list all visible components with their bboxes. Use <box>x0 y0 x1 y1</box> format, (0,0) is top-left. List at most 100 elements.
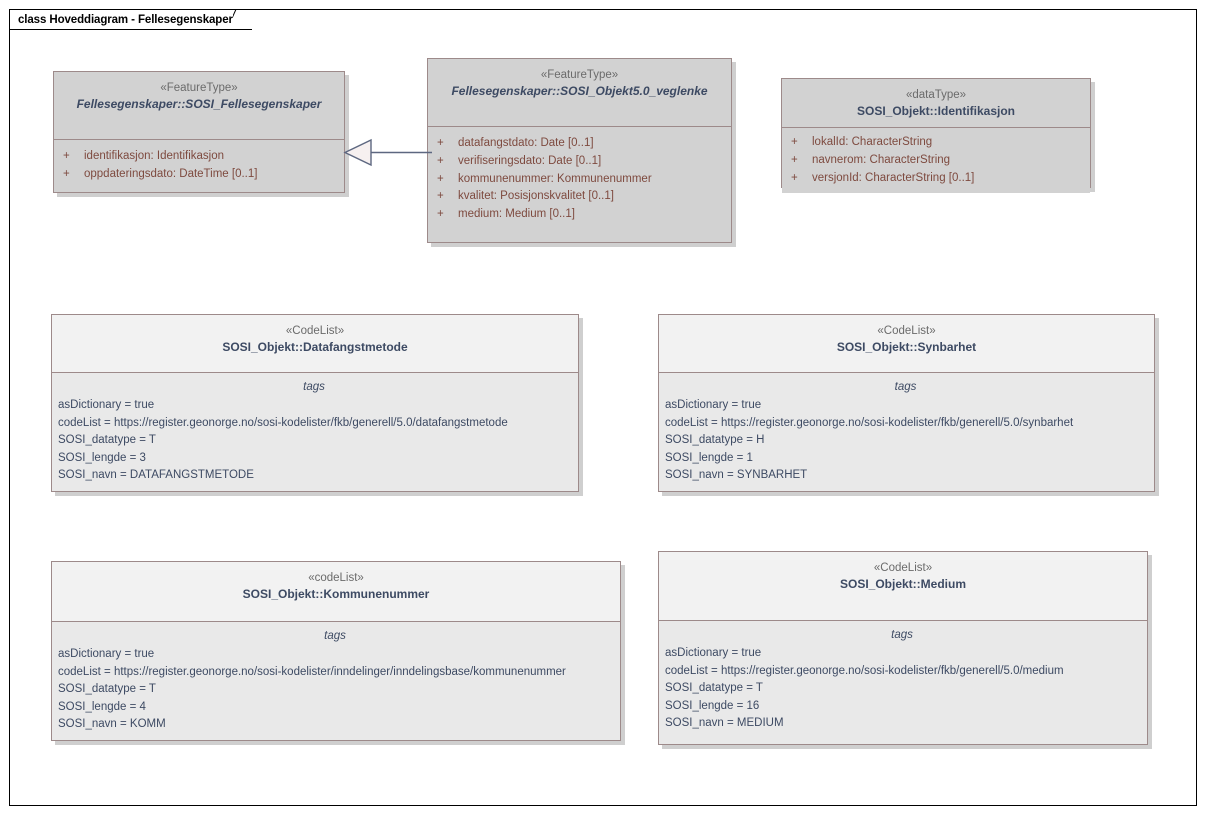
codelist-header: «codeList» SOSI_Objekt::Kommunenummer <box>52 562 620 623</box>
attribute-text: kvalitet: Posisjonskvalitet [0..1] <box>458 190 614 203</box>
diagram-title-tab-body: class Hoveddiagram - Fellesegenskaper <box>9 9 252 30</box>
attribute-text: kommunenummer: Kommunenummer <box>458 172 652 185</box>
attribute-visibility: + <box>437 190 444 203</box>
attribute-row: + lokalId: CharacterString <box>788 134 1084 152</box>
class-stereotype: «dataType» <box>905 89 967 101</box>
codelist-stereotype: «CodeList» <box>873 562 933 574</box>
tag-row: SOSI_lengde = 3 <box>58 451 146 464</box>
class-box-sosi-objekt50-veglenke[interactable]: «FeatureType» Fellesegenskaper::SOSI_Obj… <box>427 58 736 247</box>
attribute-text: medium: Medium [0..1] <box>458 208 575 221</box>
codelist-box-kommunenummer[interactable]: «codeList» SOSI_Objekt::Kommunenummer ta… <box>51 561 625 745</box>
box-inner: «CodeList» SOSI_Objekt::Synbarhet tags a… <box>658 314 1155 492</box>
class-stereotype: «FeatureType» <box>540 69 619 81</box>
attribute-visibility: + <box>791 171 798 184</box>
attribute-visibility: + <box>791 136 798 148</box>
codelist-stereotype: «CodeList» <box>877 325 936 337</box>
codelist-box-datafangstmetode[interactable]: «CodeList» SOSI_Objekt::Datafangstmetode… <box>51 314 583 496</box>
tag-row: SOSI_lengde = 4 <box>58 700 146 713</box>
class-box-sosi-fellesegenskaper[interactable]: «FeatureType» Fellesegenskaper::SOSI_Fel… <box>53 71 349 197</box>
class-attributes: + datafangstdato: Date [0..1] + verifise… <box>428 127 731 242</box>
class-title: SOSI_Objekt::Identifikasjon <box>856 104 1016 118</box>
codelist-title: SOSI_Objekt::Synbarhet <box>836 340 977 354</box>
attribute-row: + verifiseringsdato: Date [0..1] <box>434 153 725 171</box>
class-title: Fellesegenskaper::SOSI_Fellesegenskaper <box>76 97 322 111</box>
tag-row: SOSI_navn = MEDIUM <box>665 717 784 730</box>
class-header: «dataType» SOSI_Objekt::Identifikasjon <box>782 79 1090 128</box>
attribute-row: + medium: Medium [0..1] <box>434 206 725 224</box>
tag-row: asDictionary = true <box>665 399 762 412</box>
attribute-row: + kvalitet: Posisjonskvalitet [0..1] <box>434 188 725 206</box>
codelist-tags: tags asDictionary = true codeList = http… <box>52 373 578 491</box>
attribute-visibility: + <box>63 150 70 162</box>
codelist-title: SOSI_Objekt::Kommunenummer <box>242 587 430 601</box>
attribute-row: + datafangstdato: Date [0..1] <box>434 135 725 153</box>
tag-row: SOSI_datatype = T <box>665 682 763 695</box>
codelist-tags: tags asDictionary = true codeList = http… <box>659 621 1147 744</box>
box-inner: «FeatureType» Fellesegenskaper::SOSI_Fel… <box>53 71 345 193</box>
tag-row: SOSI_navn = SYNBARHET <box>665 469 808 482</box>
attribute-text: versjonId: CharacterString [0..1] <box>812 171 975 184</box>
attribute-visibility: + <box>437 208 444 221</box>
codelist-tags: tags asDictionary = true codeList = http… <box>659 373 1154 491</box>
class-header: «FeatureType» Fellesegenskaper::SOSI_Fel… <box>54 72 344 140</box>
attribute-row: + identifikasjon: Identifikasjon <box>60 148 338 166</box>
tag-row: asDictionary = true <box>58 648 155 661</box>
tag-row: SOSI_lengde = 1 <box>665 451 753 464</box>
attribute-text: identifikasjon: Identifikasjon <box>84 150 224 162</box>
tag-row: SOSI_navn = DATAFANGSTMETODE <box>58 469 254 482</box>
box-inner: «FeatureType» Fellesegenskaper::SOSI_Obj… <box>427 58 732 243</box>
tag-row: asDictionary = true <box>665 647 762 659</box>
attribute-row: + oppdateringsdato: DateTime [0..1] <box>60 166 338 184</box>
attribute-row: + kommunenummer: Kommunenummer <box>434 171 725 189</box>
tag-row: SOSI_lengde = 16 <box>665 699 760 712</box>
tag-row: asDictionary = true <box>58 399 155 412</box>
box-inner: «dataType» SOSI_Objekt::Identifikasjon +… <box>781 78 1091 194</box>
tag-row: codeList = https://register.geonorge.no/… <box>665 416 1074 429</box>
tags-label: tags <box>891 629 913 641</box>
attribute-visibility: + <box>63 167 70 180</box>
tag-row: SOSI_datatype = T <box>58 434 156 447</box>
diagram-title-tab-underline <box>10 29 252 30</box>
attribute-row: + versjonId: CharacterString [0..1] <box>788 170 1084 188</box>
diagram-title-label: class Hoveddiagram - Fellesegenskaper <box>18 14 233 26</box>
attribute-text: verifiseringsdato: Date [0..1] <box>458 154 602 167</box>
codelist-box-medium[interactable]: «CodeList» SOSI_Objekt::Medium tags asDi… <box>658 551 1152 749</box>
tag-row: SOSI_datatype = T <box>58 683 156 696</box>
attribute-visibility: + <box>437 172 444 185</box>
codelist-title: SOSI_Objekt::Datafangstmetode <box>222 340 408 354</box>
attribute-visibility: + <box>437 154 444 167</box>
attribute-visibility: + <box>437 137 444 149</box>
diagram-title-tab-slant <box>233 10 248 31</box>
diagram-title-tab: class Hoveddiagram - Fellesegenskaper <box>9 9 252 30</box>
tags-label: tags <box>894 381 917 394</box>
codelist-header: «CodeList» SOSI_Objekt::Synbarhet <box>659 315 1154 374</box>
codelist-stereotype: «CodeList» <box>285 325 345 337</box>
box-inner: «CodeList» SOSI_Objekt::Datafangstmetode… <box>51 314 579 492</box>
generalization-arrowhead-icon <box>343 138 372 167</box>
class-stereotype: «FeatureType» <box>160 82 238 94</box>
attribute-row: + navnerom: CharacterString <box>788 152 1084 170</box>
tag-row: SOSI_navn = KOMM <box>58 718 166 731</box>
attribute-text: navnerom: CharacterString <box>812 153 951 166</box>
class-attributes: + identifikasjon: Identifikasjon + oppda… <box>54 140 344 192</box>
codelist-header: «CodeList» SOSI_Objekt::Datafangstmetode <box>52 315 578 374</box>
box-inner: «CodeList» SOSI_Objekt::Medium tags asDi… <box>658 551 1148 745</box>
tag-row: codeList = https://register.geonorge.no/… <box>58 665 566 678</box>
class-title: Fellesegenskaper::SOSI_Objekt5.0_veglenk… <box>451 84 708 98</box>
codelist-stereotype: «codeList» <box>308 572 364 584</box>
codelist-box-synbarhet[interactable]: «CodeList» SOSI_Objekt::Synbarhet tags a… <box>658 314 1159 496</box>
class-attributes: + lokalId: CharacterString + navnerom: C… <box>782 128 1090 194</box>
attribute-text: oppdateringsdato: DateTime [0..1] <box>84 167 258 180</box>
tag-row: SOSI_datatype = H <box>665 434 765 447</box>
codelist-header: «CodeList» SOSI_Objekt::Medium <box>659 552 1147 621</box>
attribute-text: datafangstdato: Date [0..1] <box>458 137 594 149</box>
codelist-title: SOSI_Objekt::Medium <box>839 577 967 591</box>
tag-row: codeList = https://register.geonorge.no/… <box>58 416 508 429</box>
generalization-connector[interactable] <box>340 136 435 170</box>
class-box-identifikasjon[interactable]: «dataType» SOSI_Objekt::Identifikasjon +… <box>781 78 1095 194</box>
tag-row: codeList = https://register.geonorge.no/… <box>665 664 1064 677</box>
tags-label: tags <box>324 630 346 643</box>
codelist-tags: tags asDictionary = true codeList = http… <box>52 622 620 740</box>
attribute-visibility: + <box>791 153 798 166</box>
class-header: «FeatureType» Fellesegenskaper::SOSI_Obj… <box>428 59 731 127</box>
